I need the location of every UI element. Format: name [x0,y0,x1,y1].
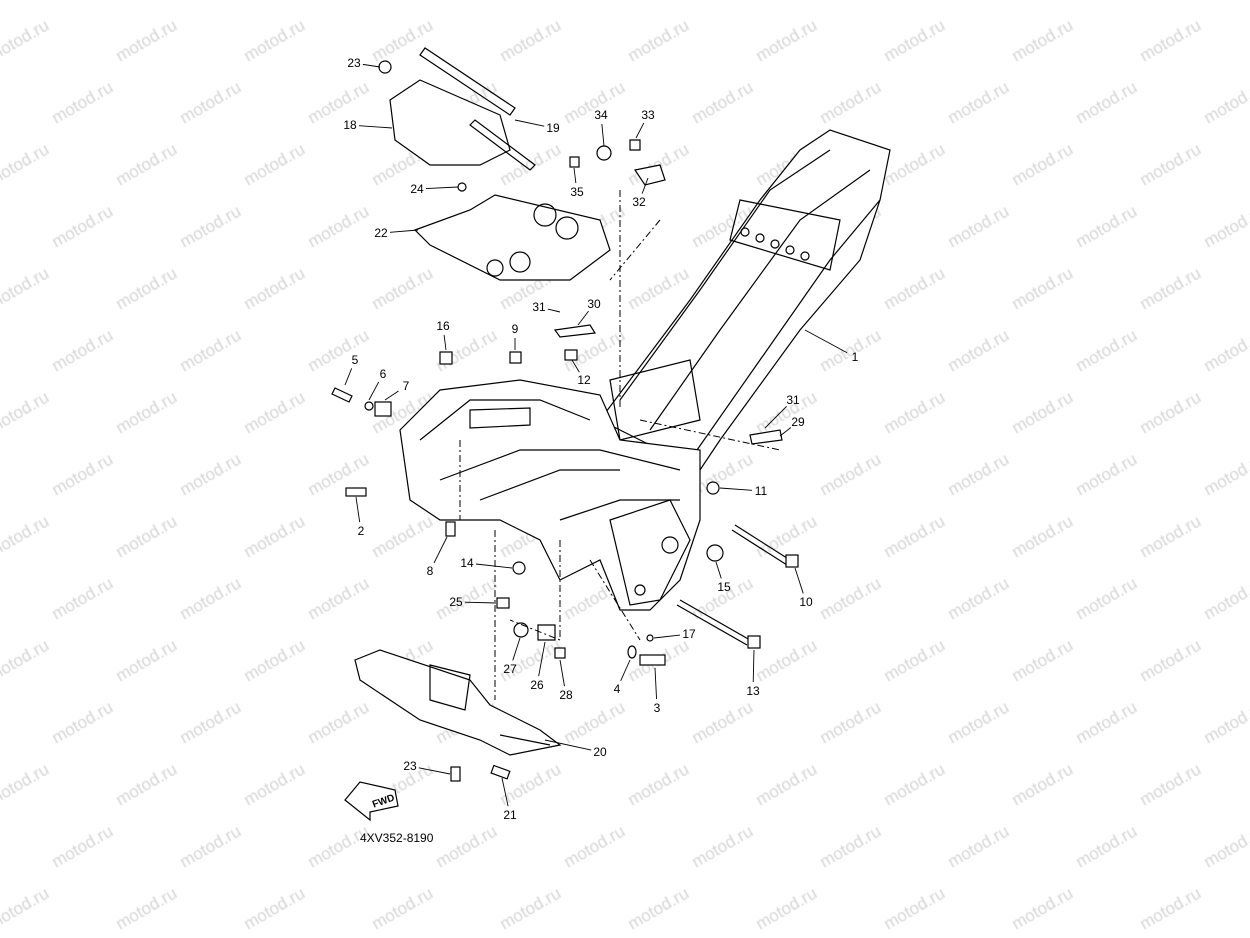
leader-line [475,563,513,569]
bolt-13-head [747,635,761,649]
frame-main [399,379,701,611]
part-18-19-guard [389,47,536,171]
part-label-15: 15 [717,580,731,594]
leader-line [443,334,447,351]
part-label-17: 17 [682,627,696,641]
part-label-16: 16 [436,319,450,333]
leader-line [620,659,631,681]
part-label-31: 31 [532,300,546,314]
leader-line [362,63,381,68]
leader-line [635,122,645,139]
part-label-6: 6 [379,367,387,381]
leader-line [512,637,521,661]
leader-line [358,125,393,129]
leader-line [368,381,380,401]
leader-line [464,601,497,604]
frame-part-1 [599,129,891,471]
leader-line [573,167,577,184]
part-label-30: 30 [587,297,601,311]
leader-line [501,777,509,807]
part-label-20: 20 [593,745,607,759]
leader-line [547,308,561,313]
part-22-plate [413,194,611,281]
part-20-cover [354,649,562,756]
part-label-8: 8 [426,564,434,578]
leader-line [544,739,592,751]
leader-line [344,368,353,386]
leader-line [719,487,753,491]
part-label-24: 24 [410,182,424,196]
part-label-28: 28 [559,688,573,702]
leader-lines [344,63,848,807]
part-label-10: 10 [799,595,813,609]
leader-line [559,659,565,687]
part-label-29: 29 [791,415,805,429]
part-label-13: 13 [746,684,760,698]
part-label-33: 33 [641,108,655,122]
leader-line [577,310,589,326]
fwd-arrow: FWD [344,781,399,822]
part-label-19: 19 [546,121,560,135]
leader-line [425,186,459,190]
part-label-35: 35 [570,185,584,199]
part-label-5: 5 [351,353,359,367]
leader-line [355,496,361,523]
leader-line [389,229,419,233]
part-label-26: 26 [530,678,544,692]
leader-line [654,667,657,700]
leader-line [752,649,755,683]
part-label-31: 31 [786,393,800,407]
leader-line [779,427,792,437]
bolt-10 [731,524,791,566]
part-label-7: 7 [402,379,410,393]
part-label-11: 11 [754,484,768,498]
small-parts [331,60,783,782]
part-label-2: 2 [357,524,365,538]
bolt-13 [676,599,751,646]
leader-line [514,119,545,127]
leader-line [538,641,546,677]
part-code: 4XV352-8190 [360,831,434,845]
part-label-14: 14 [460,556,474,570]
part-label-22: 22 [374,226,388,240]
part-label-34: 34 [594,108,608,122]
leader-line [715,561,722,579]
leader-line [601,123,605,147]
leader-line [641,177,649,194]
leader-line [794,567,804,594]
leader-line [804,329,848,354]
part-label-21: 21 [503,808,517,822]
bolt-10-head [785,554,799,568]
part-label-23: 23 [403,759,417,773]
assembly-lines [459,190,781,700]
part-label-23: 23 [347,56,361,70]
part-label-25: 25 [449,595,463,609]
part-label-27: 27 [503,662,517,676]
part-label-18: 18 [343,118,357,132]
part-label-3: 3 [653,701,661,715]
leader-line [418,767,451,775]
leader-line [764,406,787,429]
leader-line [571,359,580,373]
leader-line [433,536,448,564]
part-label-32: 32 [632,195,646,209]
part-label-1: 1 [851,350,859,364]
part-label-9: 9 [511,322,519,336]
part-label-4: 4 [613,682,621,696]
leader-line [653,634,681,639]
leader-line [384,390,399,401]
part-label-12: 12 [577,373,591,387]
